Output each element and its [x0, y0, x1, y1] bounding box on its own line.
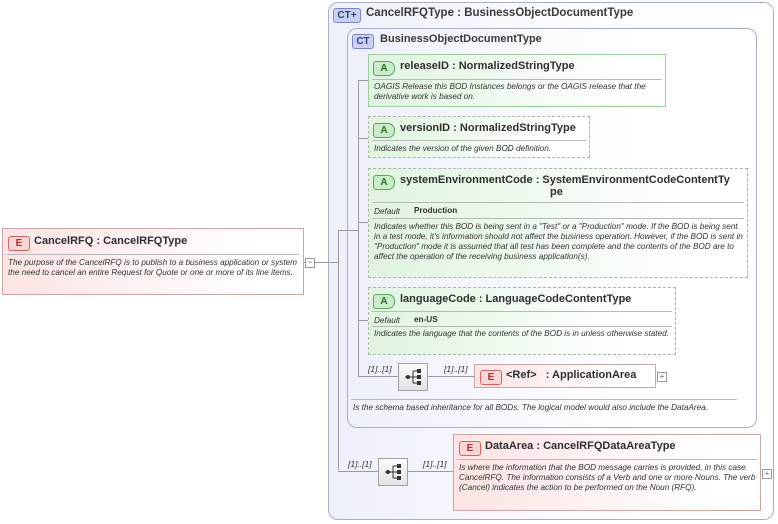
complex-type-description: Is the schema based inheritance for all … — [353, 403, 708, 412]
attribute-languagecode[interactable]: A languageCode : LanguageCodeContentType… — [368, 287, 676, 355]
attribute-releaseid[interactable]: A releaseID : NormalizedStringType OAGIS… — [368, 54, 666, 107]
default-value: en-US — [414, 315, 438, 324]
attribute-badge: A — [373, 123, 395, 138]
attribute-badge: A — [373, 294, 395, 309]
connector-line — [358, 222, 368, 223]
cardinality-label: [1]..[1] — [444, 364, 468, 374]
divider — [372, 218, 744, 219]
connector-line — [358, 138, 368, 139]
connector-line — [338, 230, 339, 470]
connector-line — [358, 80, 359, 376]
attribute-systemenvironmentcode[interactable]: A systemEnvironmentCode : SystemEnvironm… — [368, 168, 748, 278]
element-dataarea[interactable]: E DataArea : CancelRFQDataAreaType Is wh… — [453, 434, 761, 511]
element-title: <Ref> : ApplicationArea — [506, 369, 637, 381]
cardinality-label: [1]..[1] — [423, 459, 447, 469]
attribute-description: Indicates the version of the given BOD d… — [374, 144, 552, 153]
connector-line — [358, 376, 398, 377]
sequence-compositor-icon[interactable] — [378, 458, 408, 486]
default-label: Default — [374, 207, 400, 216]
divider — [372, 326, 672, 327]
attribute-description: OAGIS Release this BOD Instances belongs… — [374, 82, 646, 101]
element-description: Is where the information that the BOD me… — [459, 463, 756, 492]
divider — [372, 202, 744, 203]
attribute-description: Indicates the language that the contents… — [374, 329, 669, 338]
complex-type-title: BusinessObjectDocumentType — [380, 33, 542, 45]
attribute-versionid[interactable]: A versionID : NormalizedStringType Indic… — [368, 116, 590, 158]
cardinality-label: [1]..[1] — [368, 364, 392, 374]
divider — [372, 140, 586, 141]
attribute-badge: A — [373, 175, 395, 190]
connector-line — [428, 376, 474, 377]
connector-line — [358, 80, 368, 81]
attribute-description: Indicates whether this BOD is being sent… — [374, 222, 743, 261]
connector-line — [304, 262, 338, 263]
default-label: Default — [374, 316, 400, 325]
complex-type-badge: CT — [352, 34, 374, 49]
element-badge: E — [459, 441, 481, 456]
plus-icon[interactable]: + — [762, 469, 772, 479]
minus-icon[interactable]: − — [305, 258, 315, 268]
cardinality-label: [1]..[1] — [348, 459, 372, 469]
element-description: The purpose of the CancelRFQ is to publi… — [8, 258, 297, 277]
attribute-badge: A — [373, 61, 395, 76]
attribute-title: versionID : NormalizedStringType — [400, 122, 576, 134]
sequence-compositor-icon[interactable] — [398, 363, 428, 391]
complex-type-title: CancelRFQType : BusinessObjectDocumentTy… — [366, 7, 634, 19]
element-cancelrfq[interactable]: E CancelRFQ : CancelRFQType The purpose … — [2, 228, 304, 295]
element-badge: E — [8, 236, 30, 251]
attribute-title: releaseID : NormalizedStringType — [400, 60, 575, 72]
divider — [351, 399, 737, 400]
attribute-title-continued: pe — [550, 186, 563, 198]
connector-line — [338, 230, 358, 231]
divider — [372, 311, 672, 312]
divider — [7, 254, 299, 255]
complex-type-badge: CT+ — [333, 8, 361, 23]
connector-line — [358, 320, 368, 321]
default-value: Production — [414, 206, 458, 215]
attribute-title: systemEnvironmentCode : SystemEnvironmen… — [400, 174, 730, 186]
element-applicationarea[interactable]: E <Ref> : ApplicationArea — [474, 364, 656, 388]
connector-line — [338, 471, 378, 472]
element-title: DataArea : CancelRFQDataAreaType — [485, 440, 676, 452]
connector-line — [408, 471, 453, 472]
element-title: CancelRFQ : CancelRFQType — [34, 235, 188, 247]
divider — [457, 459, 757, 460]
plus-icon[interactable]: + — [657, 372, 667, 382]
element-badge: E — [480, 370, 502, 385]
attribute-title: languageCode : LanguageCodeContentType — [400, 293, 632, 305]
divider — [372, 79, 662, 80]
